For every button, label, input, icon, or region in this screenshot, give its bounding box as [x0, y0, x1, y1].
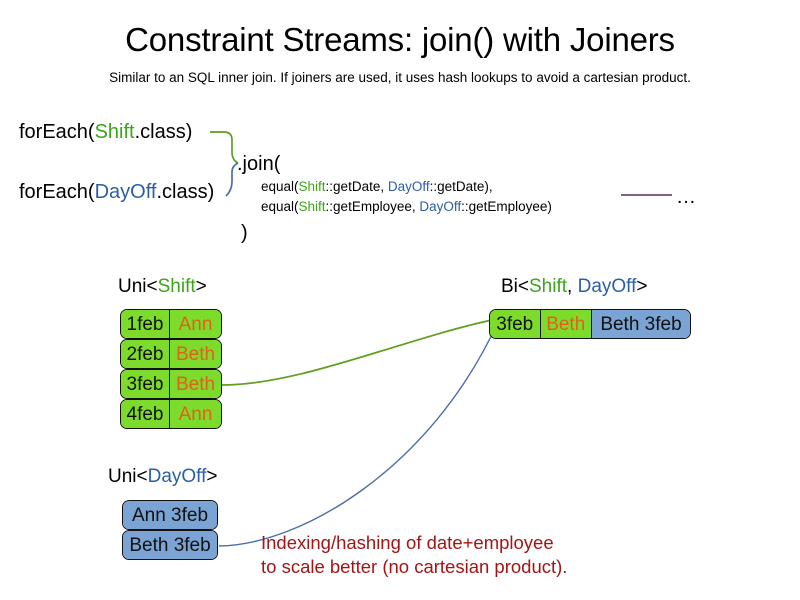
shift-date-cell: 2feb — [121, 340, 170, 368]
shift-employee-cell: Ann — [169, 310, 221, 338]
uni-dayoff-row[interactable]: Ann 3feb — [122, 500, 218, 530]
shift-employee-cell: Beth — [169, 370, 221, 398]
joiner-1-left-type: Shift — [298, 179, 326, 194]
foreach-dayoff-suffix: .class) — [156, 181, 215, 203]
bi-join-row[interactable]: 3feb Beth Beth 3feb — [489, 309, 691, 339]
foreach-dayoff-type: DayOff — [94, 181, 157, 203]
bi-shift-employee-cell: Beth — [539, 310, 591, 338]
uni-shift-caption-suffix: > — [195, 276, 207, 297]
joiner-2-right-type: DayOff — [419, 199, 462, 214]
bi-caption-type-shift: Shift — [529, 276, 568, 297]
uni-shift-row[interactable]: 4feb Ann — [120, 399, 222, 429]
bi-caption-suffix: > — [636, 276, 648, 297]
foreach-shift-statement: forEach(Shift.class) — [19, 121, 192, 144]
shift-date-cell: 4feb — [121, 400, 170, 428]
joiner-equal-employee: equal(Shift::getEmployee, DayOff::getEmp… — [261, 199, 552, 214]
bi-dayoff-cell: Beth 3feb — [590, 310, 690, 338]
uni-dayoff-caption: Uni<DayOff> — [108, 466, 218, 488]
foreach-dayoff-statement: forEach(DayOff.class) — [19, 181, 214, 204]
uni-shift-row[interactable]: 1feb Ann — [120, 309, 222, 339]
uni-shift-row[interactable]: 2feb Beth — [120, 339, 222, 369]
bi-join-caption: Bi<Shift, DayOff> — [501, 276, 647, 298]
dayoff-label-cell: Ann 3feb — [123, 501, 217, 529]
uni-dayoff-caption-suffix: > — [206, 466, 218, 487]
dayoff-label-cell: Beth 3feb — [123, 531, 217, 559]
shift-employee-cell: Ann — [169, 400, 221, 428]
annotation-line-2: to scale better (no cartesian product). — [261, 556, 568, 577]
joiner-2-left-type: Shift — [298, 199, 326, 214]
shift-to-join-connector — [210, 131, 239, 164]
annotation-line-1: Indexing/hashing of date+employee — [261, 532, 554, 553]
join-open-token: .join( — [237, 153, 281, 175]
join-close-token: ) — [241, 222, 248, 244]
joiner-2-prefix: equal( — [261, 199, 299, 214]
page-subtitle: Similar to an SQL inner join. If joiners… — [109, 70, 691, 85]
joiner-equal-date: equal(Shift::getDate, DayOff::getDate), — [261, 179, 493, 194]
joiner-1-right-ref: ::getDate), — [429, 179, 493, 194]
foreach-shift-suffix: .class) — [134, 121, 193, 143]
foreach-dayoff-prefix: forEach( — [19, 181, 95, 203]
foreach-shift-prefix: forEach( — [19, 121, 95, 143]
shift-row-to-bi-connector — [221, 319, 493, 386]
bi-caption-separator: , — [567, 276, 578, 297]
shift-date-cell: 3feb — [121, 370, 170, 398]
bi-caption-type-dayoff: DayOff — [577, 276, 637, 297]
bi-caption-prefix: Bi< — [501, 276, 529, 297]
uni-dayoff-row[interactable]: Beth 3feb — [122, 530, 218, 560]
joiner-2-right-ref: ::getEmployee) — [461, 199, 552, 214]
joiner-1-left-ref: ::getDate, — [325, 179, 388, 194]
shift-employee-cell: Beth — [169, 340, 221, 368]
page-title: Constraint Streams: join() with Joiners — [125, 21, 675, 58]
uni-shift-caption: Uni<Shift> — [118, 276, 207, 298]
joiner-1-prefix: equal( — [261, 179, 299, 194]
uni-shift-row[interactable]: 3feb Beth — [120, 369, 222, 399]
joiner-1-right-type: DayOff — [387, 179, 430, 194]
shift-date-cell: 1feb — [121, 310, 170, 338]
continuation-ellipsis: … — [676, 186, 696, 208]
foreach-shift-type: Shift — [94, 121, 135, 143]
uni-shift-caption-type: Shift — [157, 276, 196, 297]
uni-shift-caption-prefix: Uni< — [118, 276, 158, 297]
uni-dayoff-caption-prefix: Uni< — [108, 466, 148, 487]
dayoff-row-to-bi-connector — [218, 321, 499, 547]
bi-shift-date-cell: 3feb — [490, 310, 540, 338]
joiner-2-left-ref: ::getEmployee, — [325, 199, 420, 214]
uni-dayoff-caption-type: DayOff — [147, 466, 207, 487]
